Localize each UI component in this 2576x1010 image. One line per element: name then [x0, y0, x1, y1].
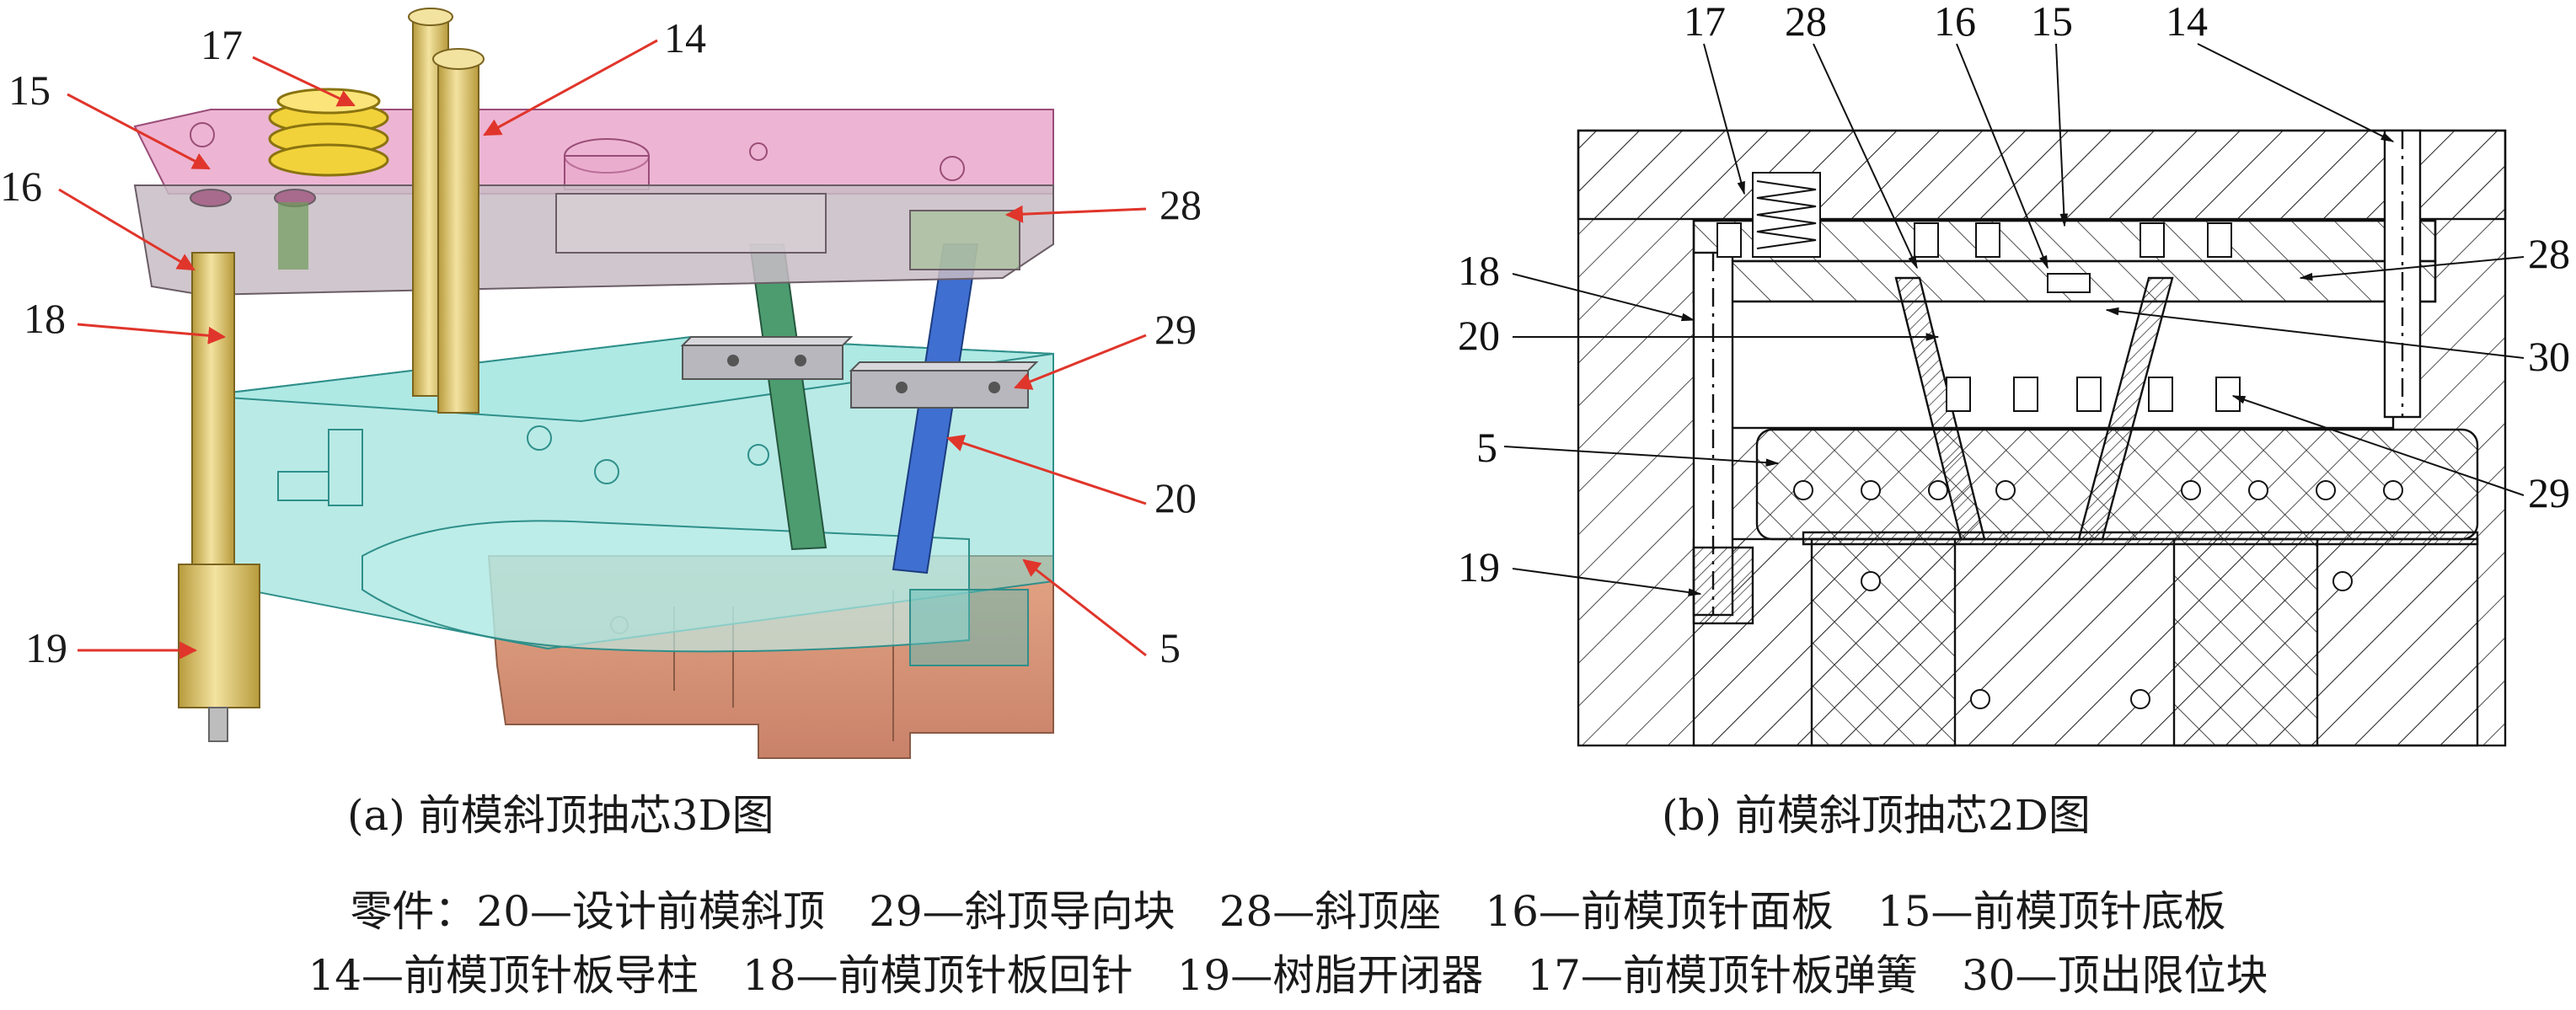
legend-item: 18—前模顶针板回针 [742, 951, 1133, 1000]
legend-item: 30—顶出限位块 [1961, 951, 2268, 1000]
label-28: 28 [1159, 181, 1202, 228]
section-spring-17 [1752, 172, 1821, 258]
label-5: 5 [1159, 624, 1181, 671]
label-b-17: 17 [1684, 0, 1726, 45]
label-20: 20 [1154, 474, 1197, 521]
label-19: 19 [25, 624, 67, 671]
panel-b-labels: 17 28 16 15 14 18 20 5 19 28 30 29 [1458, 0, 2570, 591]
legend-item: 17—前模顶针板弹簧 [1527, 951, 1918, 1000]
ejector-face-plate-16 [133, 184, 1054, 297]
panel-a-labels: 17 14 15 16 28 18 29 20 5 19 [0, 14, 1202, 671]
label-b-5: 5 [1476, 424, 1497, 471]
guide-blocks-29 [680, 336, 1039, 409]
panel-a-3d-view: 17 14 15 16 28 18 29 20 5 19 [0, 0, 1264, 792]
label-16: 16 [0, 163, 42, 210]
legend-item: 29—斜顶导向块 [869, 887, 1176, 936]
2d-mold-cross-section: 17 28 16 15 14 18 20 5 19 28 30 29 [1458, 0, 2570, 747]
label-b-20: 20 [1458, 312, 1500, 359]
section-lifters-20 [1894, 276, 2174, 541]
label-b-28-top: 28 [1785, 0, 1827, 45]
label-17: 17 [201, 21, 243, 68]
3d-mold-illustration: 17 14 15 16 28 18 29 20 5 19 [0, 8, 1202, 759]
legend-item: 16—前模顶针面板 [1485, 887, 1834, 936]
label-29: 29 [1154, 306, 1197, 353]
section-pins [1692, 129, 2422, 625]
legend-item: 15—前模顶针底板 [1877, 887, 2226, 936]
resin-opener-19 [178, 564, 260, 742]
caption-panel-a: (a) 前模斜顶抽芯3D图 [347, 791, 774, 840]
section-screws [1716, 222, 2241, 412]
guide-pillar-14 [408, 8, 485, 414]
label-b-14: 14 [2166, 0, 2208, 45]
legend-item: 28—斜顶座 [1218, 887, 1442, 936]
label-b-15: 15 [2031, 0, 2073, 45]
section-cooling-holes [1793, 480, 2403, 709]
parts-legend-line-2: 14—前模顶针板导柱 18—前模顶针板回针 19—树脂开闭器 17—前模顶针板弹簧 30… [0, 949, 2576, 1002]
label-b-18: 18 [1458, 247, 1500, 294]
label-14: 14 [664, 14, 706, 61]
panel-a-leader-arrows [58, 39, 1147, 660]
legend-item: 零件：20—设计前模斜顶 [350, 887, 826, 936]
label-b-28-right: 28 [2528, 230, 2570, 277]
label-b-30: 30 [2528, 333, 2570, 380]
caption-panel-b: (b) 前模斜顶抽芯2D图 [1662, 791, 2091, 840]
label-18: 18 [24, 295, 66, 342]
parts-legend-line-1: 零件：20—设计前模斜顶 29—斜顶导向块 28—斜顶座 16—前模顶针面板 15—前模… [0, 884, 2576, 938]
legend-item: 14—前模顶针板导柱 [308, 951, 699, 1000]
label-b-16: 16 [1934, 0, 1976, 45]
panel-b-leader-lines [1503, 43, 2525, 596]
panel-b-2d-section: 17 28 16 15 14 18 20 5 19 28 30 29 [1298, 0, 2576, 792]
label-b-29: 29 [2528, 469, 2570, 516]
label-b-19: 19 [1458, 543, 1500, 591]
label-15: 15 [8, 67, 51, 114]
legend-item: 19—树脂开闭器 [1176, 951, 1484, 1000]
spring-17 [268, 88, 389, 177]
return-pin-18 [191, 252, 235, 574]
